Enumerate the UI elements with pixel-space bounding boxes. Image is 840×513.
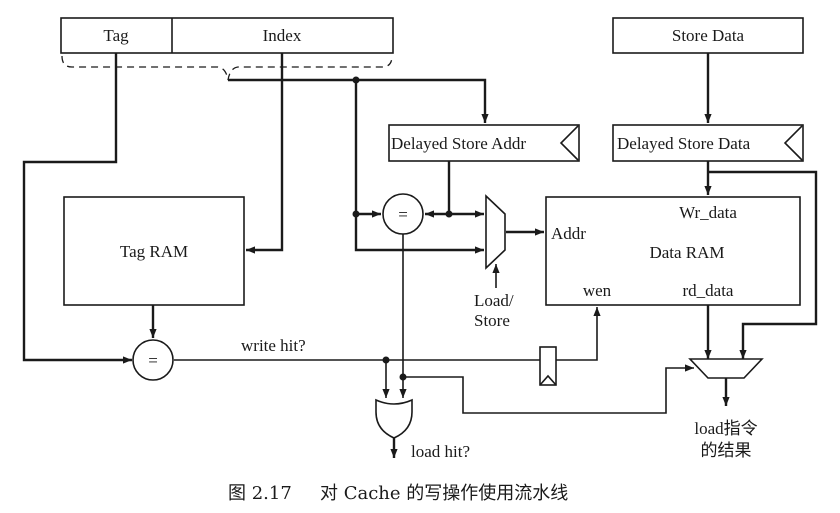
clock-icon [783,125,803,161]
data-ram-block: Wr_data Addr Data RAM wen rd_data [545,196,801,306]
data-ram-label: Data RAM [649,243,724,262]
address-mux [485,194,506,270]
address-register: Tag Index [60,17,394,81]
tag-wire [22,53,132,364]
tag-ram-block: Tag RAM [63,196,245,306]
index-wire [246,53,284,254]
delayed-store-data-block: Delayed Store Data [612,124,804,162]
result-mux [688,358,764,379]
tag-comparator: = [132,339,174,381]
current-address-to-mux-wire [354,80,484,254]
or-gate [375,398,413,439]
tag-comparator-circle [132,339,174,381]
delayed-store-addr-box [388,124,580,162]
rd-data-port-label: rd_data [683,281,734,300]
address-register-box [60,17,394,54]
delayed-store-addr-label: Delayed Store Addr [391,134,526,153]
figure-caption: 对 Cache 的写操作使用流水线 [320,483,568,504]
tag-field-label: Tag [103,26,129,45]
junctions [352,76,453,381]
store-data-label: Store Data [672,26,745,45]
index-field-label: Index [263,26,302,45]
load-store-label-line2: Store [474,311,510,330]
delayed-store-data-label: Delayed Store Data [617,134,751,153]
write-hit-register-box [539,346,557,386]
wen-wire [555,307,601,361]
address-comparator: = [382,193,424,235]
figure-number: 图 2.17 [228,483,292,504]
load-result-label-line1: load指令 [694,419,757,438]
delayed-store-addr-block: Delayed Store Addr [388,124,580,162]
clock-icon [539,374,557,386]
tag-ram-label: Tag RAM [120,242,188,261]
addr-port-label: Addr [551,224,586,243]
wen-port-label: wen [583,281,612,300]
write-hit-register [539,346,557,386]
clock-icon [559,125,579,161]
store-data-box [612,17,804,54]
delayed-data-bypass-wire [708,170,818,359]
equals-icon: = [148,351,158,370]
load-store-label-line1: Load/ [474,291,514,310]
load-hit-label: load hit? [411,442,470,461]
data-ram-box [545,196,801,306]
wr-data-port-label: Wr_data [679,203,737,222]
junction-dot [445,210,453,218]
junction-dot [399,373,407,381]
write-hit-label: write hit? [241,336,306,355]
junction-dot [382,356,390,364]
address-to-delayed-wire [228,78,489,123]
delayed-store-data-box [612,124,804,162]
bypass-select-wire [403,364,694,414]
equals-icon: = [398,205,408,224]
address-brace [61,55,393,81]
junction-dot [352,210,360,218]
load-result-label-line2: 的结果 [701,441,752,460]
address-comparator-circle [382,193,424,235]
store-data-block: Store Data [612,17,804,54]
junction-dot [352,76,360,84]
wires [22,53,818,458]
